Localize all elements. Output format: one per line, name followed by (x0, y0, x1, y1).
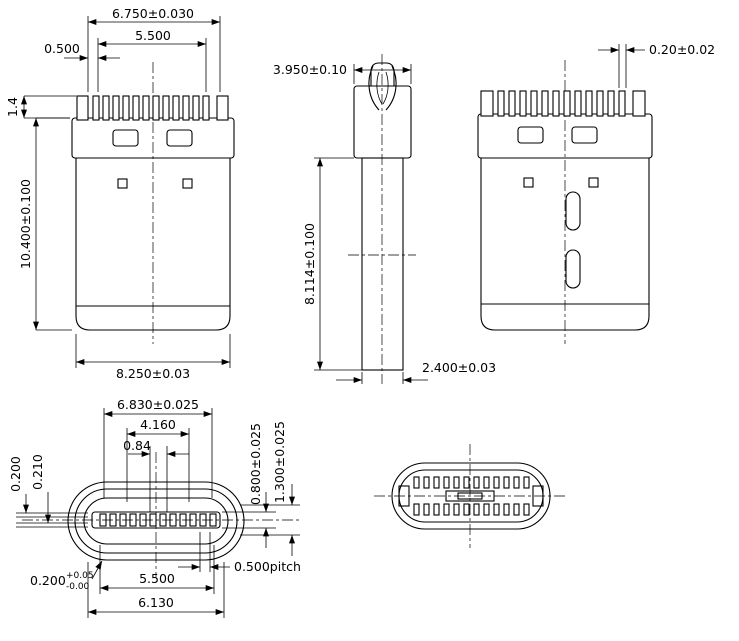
dim-label-top-width: 3.950±0.10 (273, 62, 347, 77)
dim-top-width: 3.950±0.10 (273, 62, 412, 84)
dim-thickness: 2.400±0.03 (336, 360, 496, 384)
detail-square-left (117, 178, 128, 189)
latch-window-right (571, 126, 598, 144)
center-paddle (445, 490, 495, 502)
dim-wall-a: 0.200 (8, 456, 29, 513)
dim-label-body-width: 8.250±0.03 (116, 366, 190, 381)
dim-tongue-width: 6.130 (87, 562, 225, 618)
detail-square-right (182, 178, 193, 189)
dim-teeth-span: 6.750±0.030 (87, 6, 221, 92)
dim-pair-pitch: 0.84 (123, 438, 189, 512)
dim-contact-span: 4.160 (126, 417, 190, 502)
dim-base-tolerance: 0.200 +0.05 -0.00 (30, 560, 103, 592)
left-wall-ext-lines (16, 512, 88, 528)
outer-shell-outline (67, 481, 245, 561)
dim-label-tongue-width: 6.130 (138, 595, 174, 610)
contact-row-top (413, 476, 530, 489)
mid-shell-outline (74, 488, 238, 554)
detail-square-left (523, 177, 534, 188)
dim-label-body-height: 10.400±0.100 (18, 179, 33, 269)
spring-hooks (368, 65, 397, 111)
dim-label-tol-minus: -0.00 (66, 582, 90, 592)
dim-label-tol-plus: +0.05 (66, 571, 94, 581)
dim-label-contact-span: 4.160 (140, 417, 176, 432)
outer-shell-outline (391, 462, 551, 530)
latch-window-left (112, 129, 139, 147)
dim-label-wall-b: 0.210 (30, 454, 45, 490)
pin-comb (76, 95, 229, 121)
dim-label-cavity-height: 1.300±0.025 (272, 421, 287, 503)
pin-comb (480, 90, 646, 117)
dim-wall-b: 0.210 (30, 454, 51, 523)
tongue-outline (91, 511, 221, 529)
side-view: 3.950±0.10 8.114±0.100 2.400±0.03 (273, 54, 496, 384)
latch-window-right (166, 129, 193, 147)
side-tab-right (532, 485, 544, 507)
cavity-outline (83, 497, 229, 545)
front-view: 6.750±0.030 5.500 0.500 1.4 10.400±0.100 (5, 6, 235, 381)
dim-label-edge-offset: 0.500 (44, 41, 80, 56)
dim-inner-span: 5.500 (97, 28, 207, 92)
dim-label-tongue-thickness: 0.800±0.025 (248, 423, 263, 505)
dim-cavity-height: 1.300±0.025 (272, 421, 295, 556)
slot-upper (565, 191, 581, 231)
side-tab-left (398, 485, 410, 507)
dim-body-width: 8.250±0.03 (75, 334, 231, 381)
mating-face-view: 0.200 0.210 6.830±0.025 4.160 0.84 (8, 397, 301, 618)
latch-window-left (517, 126, 544, 144)
dim-label-shell-width: 6.830±0.025 (117, 397, 199, 412)
body-outline (480, 157, 650, 331)
dim-label-teeth-height: 1.4 (5, 97, 20, 117)
contact-row-bottom (413, 503, 530, 516)
dim-pin-row-span: 5.500 (99, 545, 215, 594)
body-outline (361, 157, 404, 371)
dim-pitch: 0.500pitch (178, 532, 301, 574)
dim-body-height: 10.400±0.100 (18, 117, 72, 331)
back-view: 0.20±0.02 (477, 42, 715, 344)
dim-label-pair-pitch: 0.84 (123, 438, 151, 453)
dim-label-tooth-thickness: 0.20±0.02 (649, 42, 715, 57)
dim-label-pin-row-span: 5.500 (139, 571, 175, 586)
dim-label-wall-a: 0.200 (8, 456, 23, 492)
detail-square-right (588, 177, 599, 188)
dim-body-height: 8.114±0.100 (302, 157, 362, 371)
dim-label-body-height: 8.114±0.100 (302, 223, 317, 305)
dim-shell-width: 6.830±0.025 (103, 397, 213, 498)
dim-label-teeth-span: 6.750±0.030 (112, 6, 194, 21)
spring-neck (370, 62, 395, 86)
dim-label-thickness: 2.400±0.03 (422, 360, 496, 375)
dim-label-pitch: 0.500pitch (234, 559, 301, 574)
slot-lower (565, 249, 581, 289)
body-outline (75, 157, 231, 331)
contact-row (99, 513, 217, 527)
dim-teeth-height: 1.4 (5, 95, 76, 119)
upper-shell-outline (353, 85, 412, 159)
dim-tongue-thickness: 0.800±0.025 (248, 423, 269, 548)
dim-tooth-thickness: 0.20±0.02 (598, 42, 715, 88)
plan-view (374, 444, 566, 548)
dim-label-base: 0.200 (30, 573, 66, 588)
dim-edge-offset: 0.500 (44, 41, 120, 61)
center-paddle-inner (457, 492, 483, 500)
dim-label-inner-span: 5.500 (135, 28, 171, 43)
